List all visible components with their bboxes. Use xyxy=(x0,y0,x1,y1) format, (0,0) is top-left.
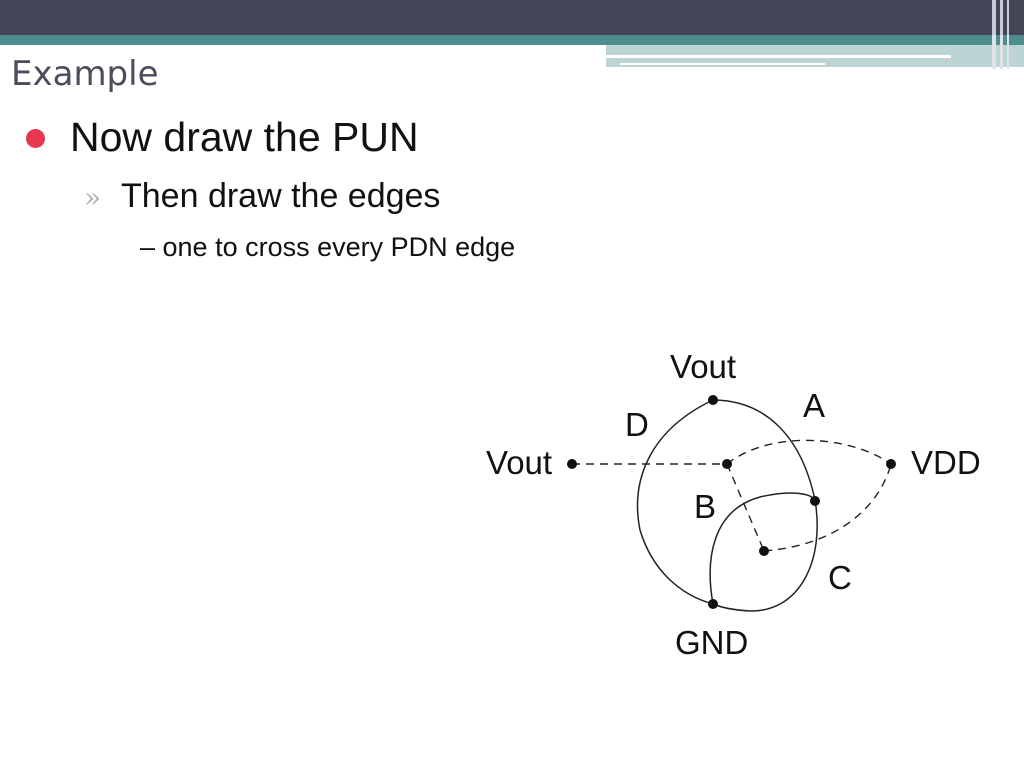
node-vdd xyxy=(886,459,896,469)
edge-a-arc xyxy=(712,399,816,501)
node-gnd xyxy=(708,599,718,609)
header-white-line-2 xyxy=(620,63,825,65)
node-right-pdn xyxy=(810,496,820,506)
label-vdd: VDD xyxy=(911,444,981,481)
label-gnd: GND xyxy=(675,624,748,661)
bullet-level-3: – one to cross every PDN edge xyxy=(140,232,516,262)
header-right-stripe-3 xyxy=(1007,0,1009,35)
header-right-stripe-1 xyxy=(992,0,996,35)
bullet-level-1: Now draw the PUN xyxy=(70,114,419,160)
header-teal-band xyxy=(0,35,1024,45)
header-right-stripe-2 xyxy=(1000,0,1003,35)
bullet-level-2: Then draw the edges xyxy=(121,177,441,215)
edge-c-arc xyxy=(712,499,818,612)
sub-bullet-marker-icon: » xyxy=(84,181,102,214)
bullet-dot-icon xyxy=(26,129,45,148)
slide-header-accent xyxy=(0,35,1024,69)
label-vout-left: Vout xyxy=(486,444,552,481)
header-right-stripe-4 xyxy=(992,35,996,69)
node-pun-center xyxy=(722,459,732,469)
header-right-stripe-5 xyxy=(1000,35,1003,69)
header-white-line-1 xyxy=(606,55,951,58)
header-white-gap xyxy=(0,45,606,50)
edge-b-arc xyxy=(709,492,816,605)
label-edge-b: B xyxy=(694,488,716,525)
node-vout-top xyxy=(708,395,718,405)
pun-edge-center-lower xyxy=(726,463,765,552)
pun-edge-lower-vdd xyxy=(763,463,892,552)
pun-edge-center-vdd xyxy=(726,439,892,465)
header-dark-band xyxy=(0,0,1024,35)
node-vout-left xyxy=(567,459,577,469)
label-edge-c: C xyxy=(828,559,852,596)
header-right-stripe-6 xyxy=(1007,35,1009,69)
edge-d-arc xyxy=(636,399,714,605)
slide-title: Example xyxy=(11,54,159,94)
node-pun-lower xyxy=(759,546,769,556)
slide-header-bar xyxy=(0,0,1024,35)
label-edge-a: A xyxy=(803,387,825,424)
label-edge-d: D xyxy=(625,406,649,443)
label-vout-top: Vout xyxy=(670,348,736,385)
